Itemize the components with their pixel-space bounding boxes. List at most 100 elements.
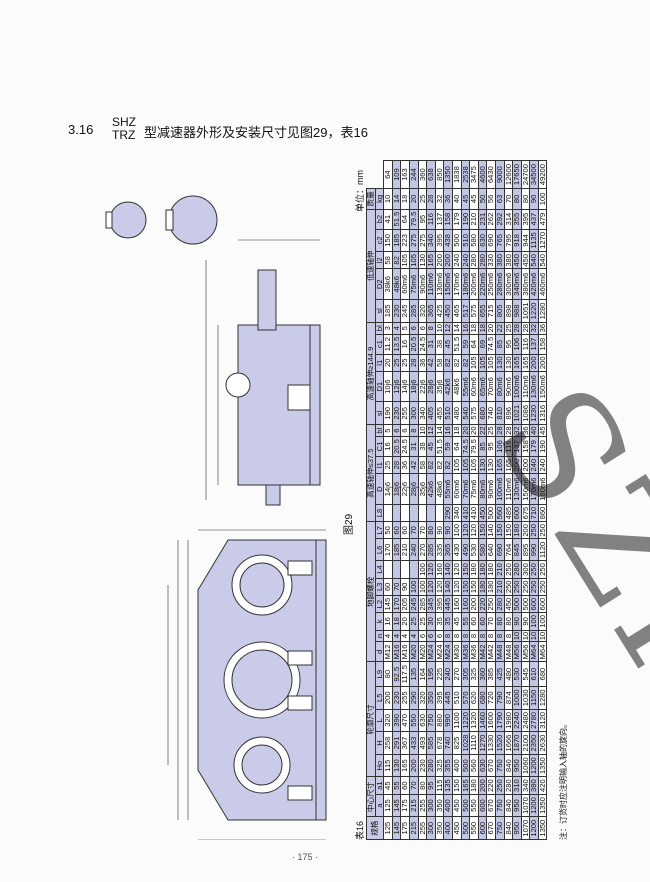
table-cell: M30 [452,641,462,662]
table-cell: 1350 [538,794,547,817]
group-mass: 质量 [366,188,376,210]
table-cell: 45 [452,612,462,631]
table-cell: 100 [538,188,547,210]
table-cell: 410 [469,504,479,522]
table-cell: 285 [409,299,419,323]
table-cell: 500 [452,229,462,252]
table-cell [383,504,393,522]
table-cell: 130 [495,354,504,372]
table-cell: 100m6 [512,371,522,402]
table-cell: 8 [409,424,419,437]
table-cell: 135 [409,661,419,687]
column-header: L8 [375,504,384,522]
front-view [197,539,327,821]
table-cell: 433 [409,731,419,755]
table-cell: 1838 [452,160,462,189]
table-cell: 575 [469,402,479,425]
table-cell: 190 [383,402,393,425]
table-cell: 245 [409,595,419,613]
table-cell: 70 [409,776,419,795]
table-cell: 210 [495,578,504,596]
table-cell: 85 [495,334,504,355]
table-cell: 179 [452,209,462,230]
table-cell: 150 [495,521,504,539]
table-cell: 425 [495,661,504,687]
table-cell: 18j6 [409,371,419,402]
unit-label: 单位：mm [355,170,365,212]
table-cell: 79.5 [409,209,419,230]
table-cell: 82 [452,354,462,372]
table-cell: 106 [512,334,522,355]
table-cell: 450 [512,251,522,269]
table-cell: 14 [451,322,462,335]
table-cell: 325 [469,661,479,687]
rotated-figure-and-table: 图29 表16 单位：mm 规格 中心尺寸 轮廓尺寸 地脚螺栓 高速轴伸≤37.… [78,160,650,840]
table-cell: 550 [409,709,419,732]
table-cell: 28 [426,188,436,210]
shaft-sections [105,195,218,245]
table-cell: 430 [452,538,462,561]
table-cell: 80 [383,661,393,687]
table-cell: 45 [469,188,479,210]
table-cell: 41 [383,209,393,230]
table-cell: 560 [469,754,479,777]
table-cell: M20 [409,641,419,662]
table-cell: 200 [469,595,479,613]
table-cell: 1270 [538,229,547,252]
table-cell: 105 [409,251,419,269]
table-cell: 310 [512,776,522,795]
header-spec: 规格 [366,816,384,840]
table-cell: 250 [495,776,504,795]
table-title: 表16 [355,820,365,840]
table-cell: 210 [495,560,504,579]
table-cell: 1280 [538,686,547,710]
table-cell: 17650 [512,160,522,189]
table-cell: 180 [469,560,479,579]
group-anchor: 地脚螺栓 [366,521,376,662]
table-cell: 240 [409,538,419,561]
table-cell: 580 [469,229,479,252]
table-cell: 465 [452,299,462,323]
table-cell: 10 [537,630,547,642]
table-cell: 165 [512,354,522,372]
table-cell: 3475 [469,160,479,189]
table-cell: 31 [409,436,419,457]
table-cell: 195 [426,661,436,687]
table-cell: 8 [469,630,479,642]
table-cell: 4 [383,630,393,642]
table-cell: 750 [495,794,504,817]
section-number: 3.16 [68,122,94,137]
table-cell: 80 [426,521,436,539]
table-cell: M12 [383,641,393,662]
table-cell: 116 [426,209,436,230]
table-cell: 36 [537,322,547,335]
table-cell: 60m6 [469,371,479,402]
table-cell: 950 [512,754,522,777]
table-cell: 480 [452,402,462,425]
table-cell: 280 [512,560,522,579]
table-cell: 600 [538,595,547,613]
table-cell: 165 [426,251,436,269]
figure-label: 图29 [344,513,355,535]
table-cell: 49200 [538,160,547,189]
table-cell: 28j6 [426,371,436,402]
table-cell: 1110 [469,731,479,755]
table-cell: 3120 [538,709,547,732]
table-cell: 11.2 [383,334,393,355]
table-cell: 805 [495,299,504,323]
table-cell: 750 [495,754,504,777]
table-cell: 48k6 [452,371,462,402]
table-cell: M56 [512,641,522,662]
table-cell: 4 [409,630,419,642]
table-cell: 530 [469,538,479,561]
table-cell: M24 [426,641,436,662]
table-cell: 45 [383,776,393,795]
table-cell: 120 [469,521,479,539]
table-cell: 340m6 [512,268,522,300]
table-cell: 825 [452,731,462,755]
table-cell: 750 [495,816,504,840]
table-cell: 16 [383,612,393,631]
table-cell: 10 [383,188,393,210]
table-cell: 765 [495,229,504,252]
